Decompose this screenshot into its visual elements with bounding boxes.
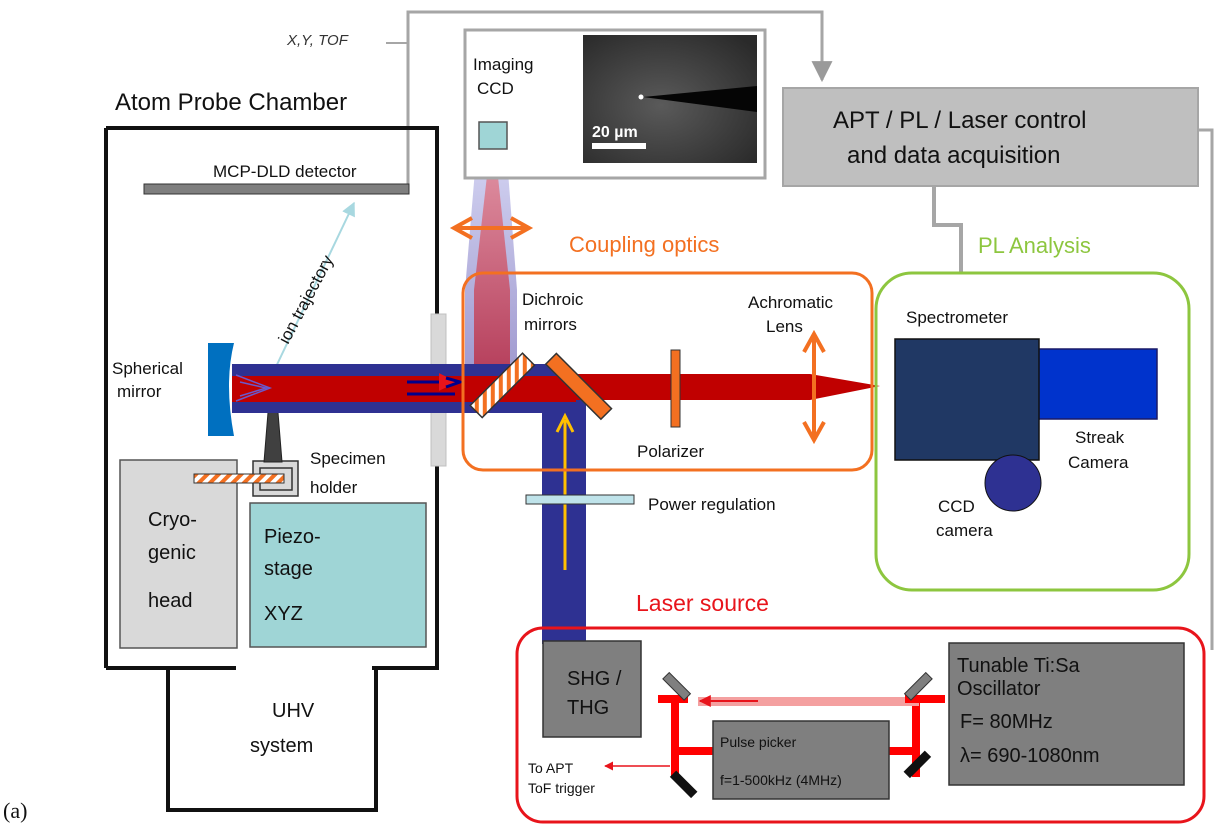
cryo-label-1: Cryo- [148,509,197,531]
ion-trajectory-arrow [272,201,355,374]
panel-label: (a) [3,798,27,823]
pulse-picker-box [712,720,890,800]
streak-camera-label-1: Streak [1075,428,1125,447]
pulse-picker-label-1: Pulse picker [720,734,797,750]
red-beam-chamber [232,376,576,402]
oscillator-label-1: Tunable Ti:Sa [957,655,1081,677]
cryo-label-2: genic [148,542,196,564]
beam-return [698,697,919,706]
ccd-camera-label-2: camera [936,521,993,540]
ion-trajectory-label: ion trajectory [275,252,338,347]
laser-source-group: Laser source SHG / THG Tunable Ti:Sa Osc… [515,590,1206,824]
beam-right-down [912,697,920,777]
uhv-label-1: UHV [272,700,315,722]
specimen-holder-label-2: holder [310,478,358,497]
achromatic-lens [802,329,826,445]
to-apt-label-2: ToF trigger [528,780,595,796]
red-beam-output [576,374,880,400]
shg-thg-label-1: SHG / [567,668,622,690]
beam-left-down [671,697,679,777]
achromatic-lens-label-1: Achromatic [748,293,834,312]
scale-bar-label: 20 µm [592,124,638,141]
achromatic-lens-label-2: Lens [766,317,803,336]
spectrometer [894,338,1040,461]
streak-camera-label-2: Camera [1068,453,1129,472]
oscillator-box [948,642,1185,786]
to-apt-label-1: To APT [528,760,574,776]
pl-analysis-frame [874,271,1191,592]
thermal-link [193,473,285,484]
shg-thg-label-2: THG [567,697,609,719]
mcp-dld-detector [143,183,410,195]
laser-mirror-top-left [662,671,692,701]
oscillator-label-4: λ= 690-1080nm [960,745,1100,767]
power-regulation-label: Power regulation [648,495,776,514]
piezo-label-1: Piezo- [264,526,321,548]
power-regulation-filter [525,494,635,505]
laser-mirror-bottom-right [903,750,932,779]
imaging-ccd-label-1: Imaging [473,55,533,74]
dichroic-label-1: Dichroic [522,290,584,309]
streak-camera [1036,348,1158,420]
spherical-mirror-label-1: Spherical [112,359,183,378]
xy-tof-label: X,Y, TOF [286,32,349,49]
dichroic-mirror-1 [469,352,536,419]
piezo-label-3: XYZ [264,603,303,625]
control-box-label-2: and data acquisition [847,142,1061,169]
focusing-lens-arrow [449,216,534,240]
oscillator-label-2: Oscillator [957,678,1041,700]
ccd-camera-label-1: CCD [938,497,975,516]
ccd-image-tip [643,86,757,112]
dichroic-mirror-2 [544,352,613,421]
dichroic-label-2: mirrors [524,315,577,334]
imaging-beam-inner [474,158,510,375]
coupling-optics-frame [461,271,874,472]
laser-mirror-bottom-left [669,770,698,799]
spectrometer-label: Spectrometer [906,308,1008,327]
atom-probe-chamber-title: Atom Probe Chamber [115,89,347,116]
coupling-optics-title: Coupling optics [569,232,719,257]
cryogenic-head [119,459,238,649]
mcp-dld-label: MCP-DLD detector [213,162,357,181]
laser-source-frame [515,626,1206,824]
pl-analysis-title: PL Analysis [978,233,1091,258]
piezo-label-2: stage [264,558,313,580]
pulse-picker-label-2: f=1-500kHz (4MHz) [720,772,842,788]
imaging-ccd-group: Imaging CCD 20 µm [463,28,767,180]
scale-bar [592,143,646,149]
laser-mirror-top-right [903,671,933,701]
cryo-label-3: head [148,590,193,612]
polarizer-label: Polarizer [637,442,704,461]
shg-thg-box [542,640,642,738]
atom-probe-chamber: Atom Probe Chamber UHV system MCP-DLD de… [104,32,447,812]
spherical-mirror-label-2: mirror [117,382,162,401]
specimen-holder-label-1: Specimen [310,449,386,468]
ccd-camera [984,454,1042,512]
polarizer [670,349,681,428]
control-box-label-1: APT / PL / Laser control [833,107,1086,134]
imaging-ccd-sensor [478,121,508,150]
uhv-label-2: system [250,735,313,757]
piezo-stage [249,502,427,648]
control-box-rect [782,87,1199,187]
coupling-optics-group: Coupling optics Dichroic mirrors Polariz… [449,216,874,472]
oscillator-label-3: F= 80MHz [960,711,1053,733]
control-box: APT / PL / Laser control and data acquis… [782,87,1199,187]
imaging-ccd-label-2: CCD [477,79,514,98]
laser-source-title: Laser source [636,590,769,616]
pl-analysis-group: PL Analysis Spectrometer Streak Camera C… [874,233,1191,592]
spherical-mirror [208,343,234,436]
